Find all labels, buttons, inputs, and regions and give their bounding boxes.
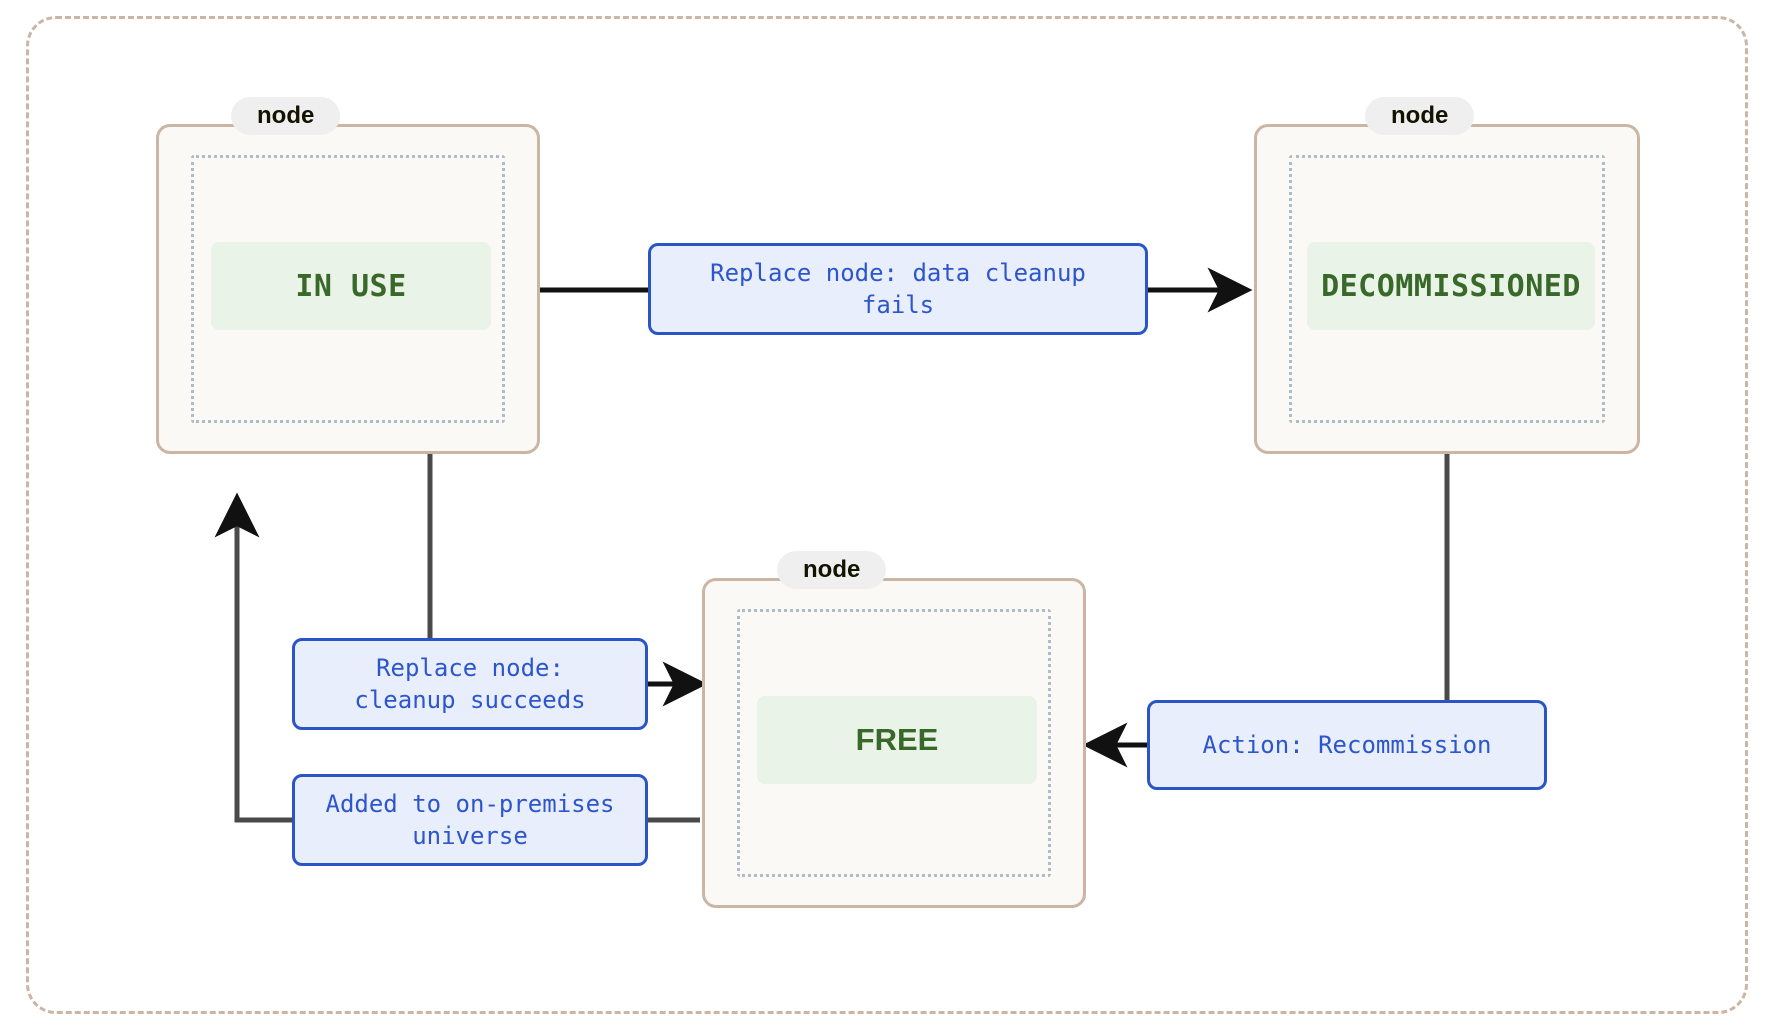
state-in-use[interactable]: IN USE [211, 242, 491, 330]
cluster-inner-border-free [737, 609, 1051, 877]
cluster-node-free: node FREE [702, 551, 1086, 908]
state-free-label: FREE [855, 722, 939, 757]
state-decommissioned-label: DECOMMISSIONED [1321, 268, 1581, 304]
state-decommissioned[interactable]: DECOMMISSIONED [1307, 242, 1595, 330]
edge-label-decommissioned-to-free[interactable]: Action: Recommission [1147, 700, 1547, 790]
cluster-inner-border-in-use [191, 155, 505, 423]
outer-frame [26, 16, 1748, 1014]
edge-label-in-use-to-free[interactable]: Replace node: cleanup succeeds [292, 638, 648, 730]
cluster-node-decommissioned: node DECOMMISSIONED [1254, 97, 1640, 454]
state-free[interactable]: FREE [757, 696, 1037, 784]
cluster-title-free: node [777, 551, 887, 589]
edge-label-in-use-to-decommissioned[interactable]: Replace node: data cleanup fails [648, 243, 1148, 335]
cluster-title-in-use: node [231, 97, 341, 135]
cluster-inner-border-decommissioned [1289, 155, 1605, 423]
state-in-use-label: IN USE [295, 268, 407, 304]
cluster-title-decommissioned: node [1365, 97, 1475, 135]
cluster-node-in-use: node IN USE [156, 97, 540, 454]
edge-label-free-to-in-use[interactable]: Added to on-premises universe [292, 774, 648, 866]
